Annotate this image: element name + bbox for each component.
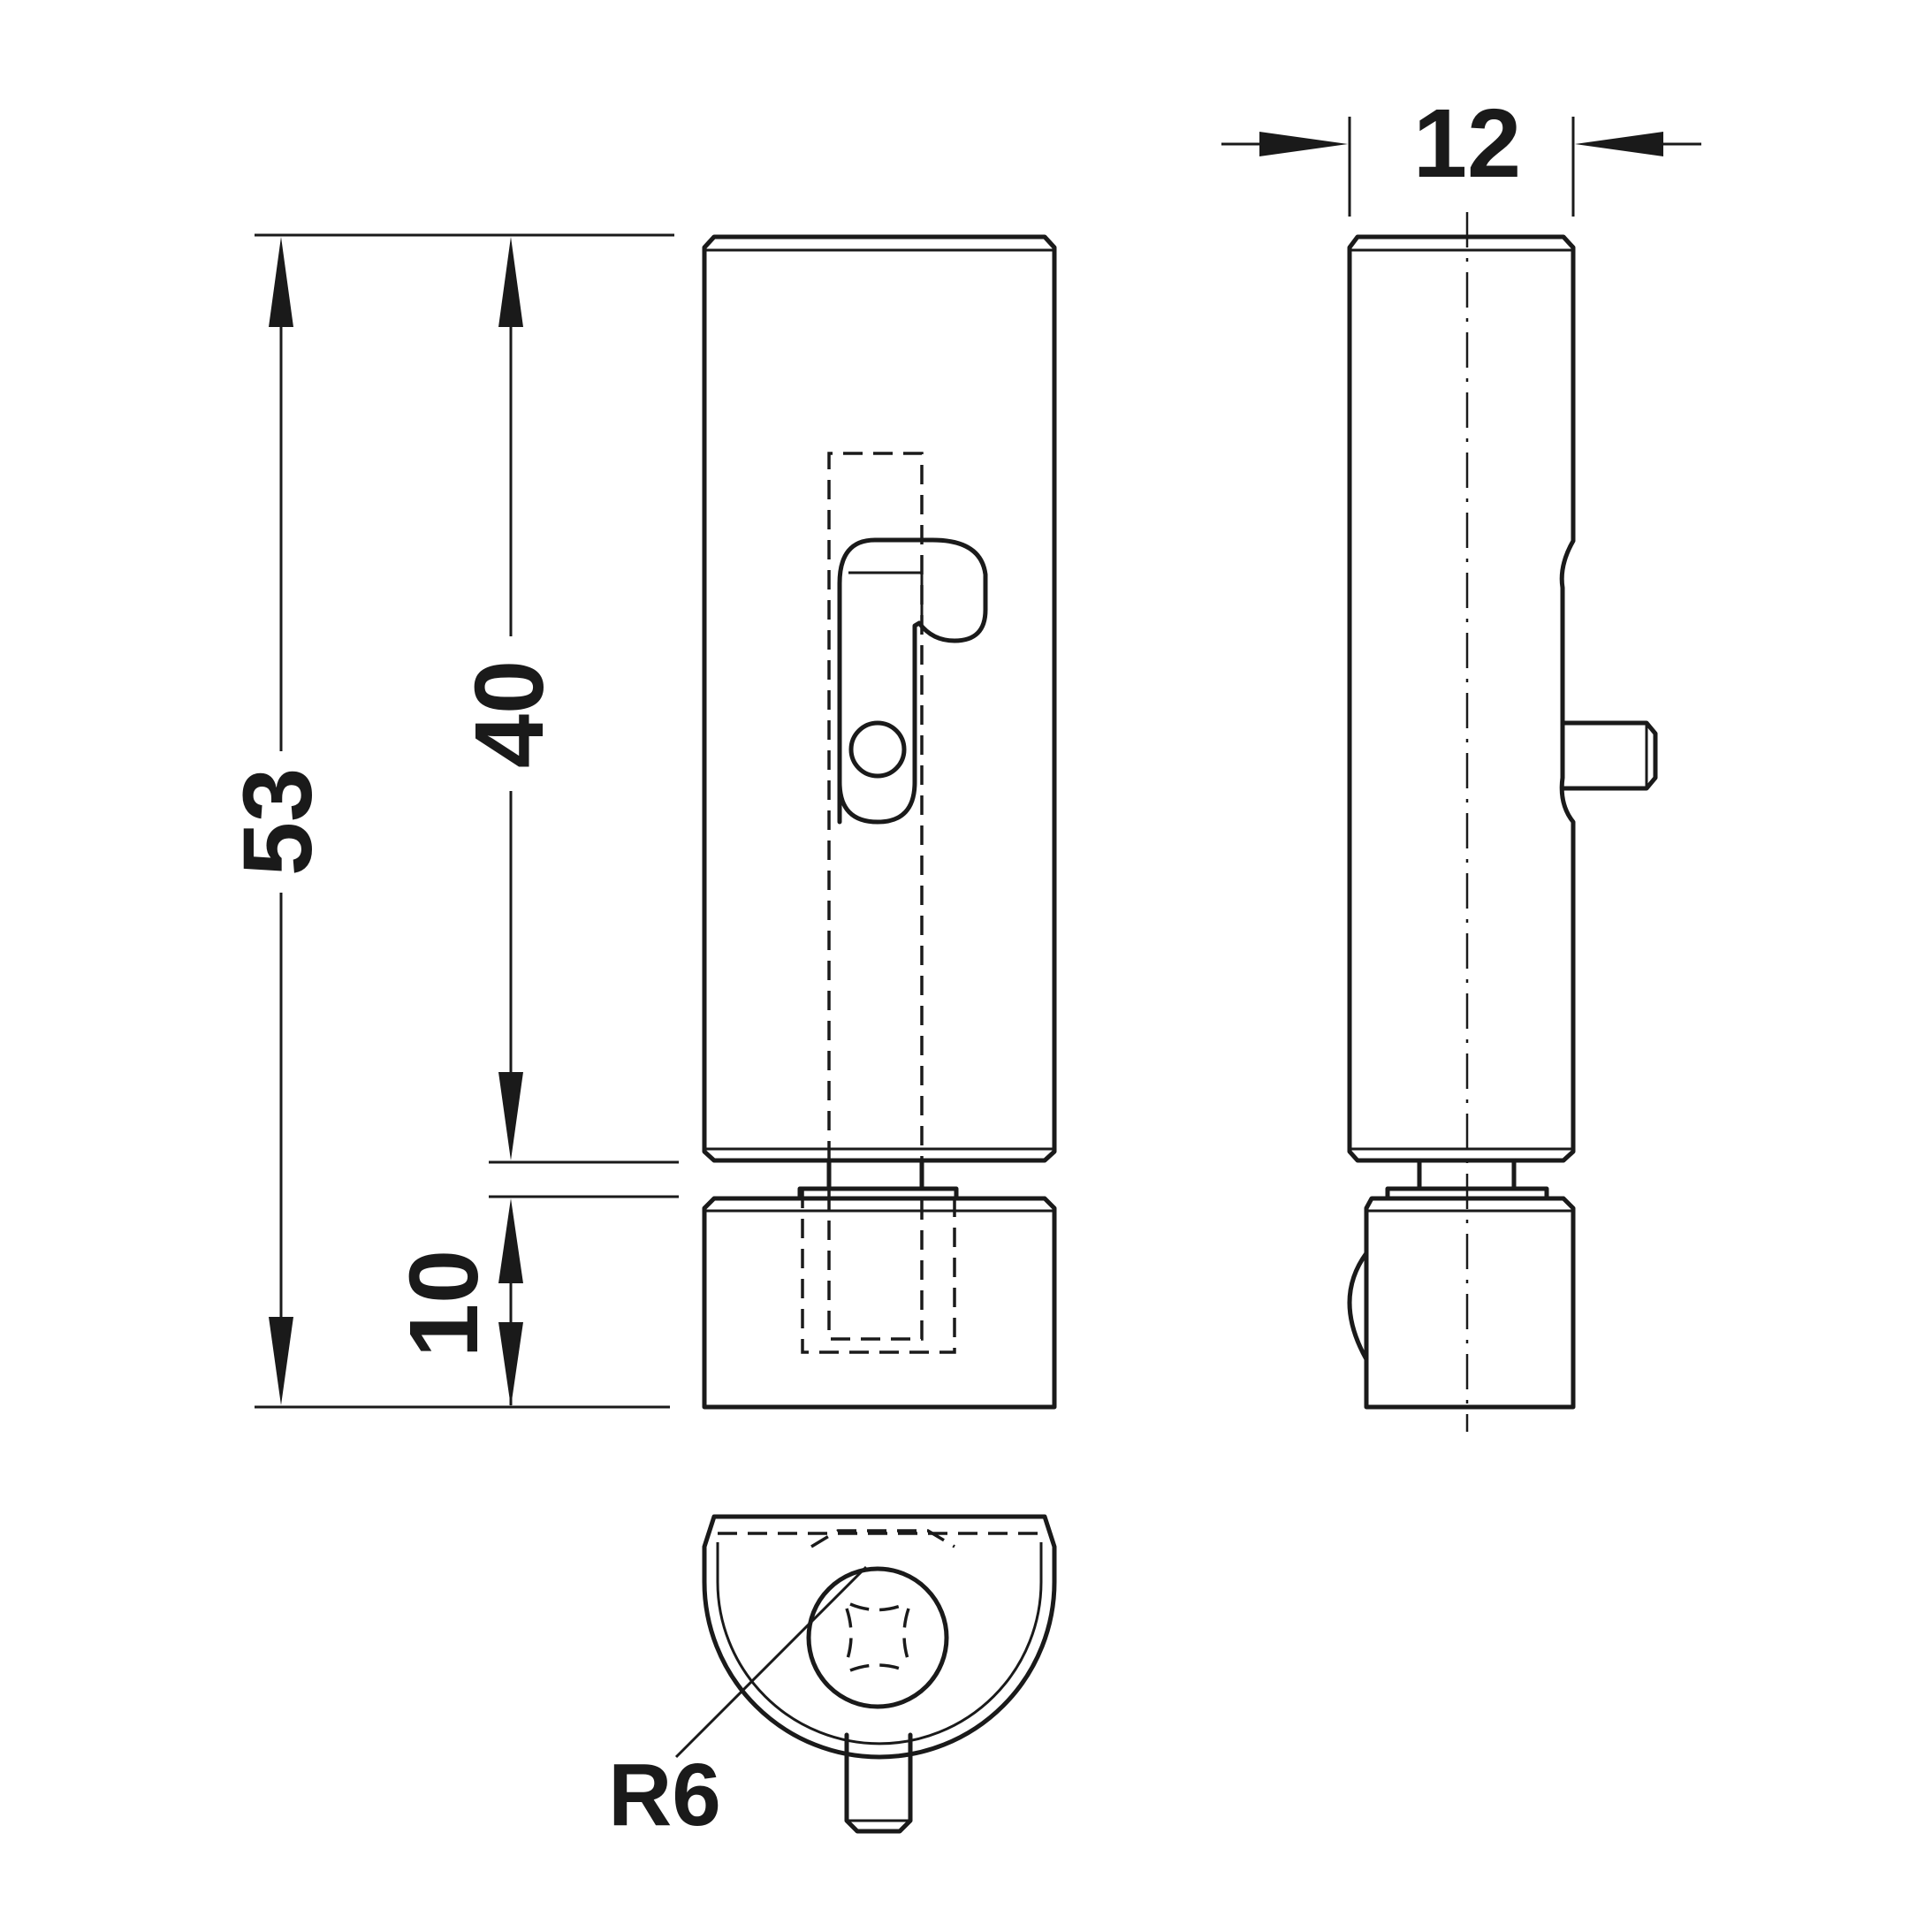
- dim-53-arrow-bottom: [269, 1317, 293, 1405]
- dim-12-arrow-left: [1259, 132, 1348, 156]
- top-view-pin: [844, 1732, 913, 1834]
- dim-40-arrow-top: [498, 237, 523, 327]
- dim-10-arrow-bottom: [498, 1322, 523, 1407]
- front-body-outline: [702, 234, 1057, 1163]
- side-body-outline: [1347, 234, 1576, 1163]
- top-view-center-circle: [806, 1566, 949, 1709]
- top-view-hidden-arrow: [810, 1529, 955, 1548]
- top-view-cross-mark: [845, 1602, 910, 1672]
- side-base-bulge: [1347, 1251, 1369, 1362]
- dim-53-label: 53: [224, 768, 332, 876]
- hidden-bore: [827, 452, 924, 1160]
- slot-pin-circle: [848, 720, 907, 779]
- front-base-outline: [702, 1196, 1057, 1410]
- dim-40-label: 40: [455, 660, 564, 768]
- top-view: [674, 1514, 1057, 1834]
- dimension-lines: 53 40 10 12 R6: [224, 89, 1701, 1845]
- dim-40-arrow-bottom: [498, 1072, 523, 1160]
- top-view-inner-arc: [716, 1542, 1043, 1746]
- dim-10-label: 10: [390, 1250, 498, 1358]
- side-base-outline: [1364, 1196, 1576, 1410]
- radius-label: R6: [608, 1746, 721, 1845]
- radius-leader: [674, 1565, 868, 1759]
- hidden-bore-lower: [827, 1160, 924, 1341]
- dim-12-arrow-right: [1575, 132, 1663, 156]
- dim-10-arrow-top: [498, 1198, 523, 1283]
- top-view-outline: [702, 1514, 1057, 1760]
- front-view: [702, 234, 1057, 1410]
- dim-12-label: 12: [1413, 89, 1521, 198]
- side-view: [1347, 212, 1658, 1432]
- dim-53-arrow-top: [269, 237, 293, 327]
- hidden-base-bore: [801, 1189, 956, 1354]
- side-pin: [1560, 720, 1658, 791]
- slot-outline: [837, 537, 988, 825]
